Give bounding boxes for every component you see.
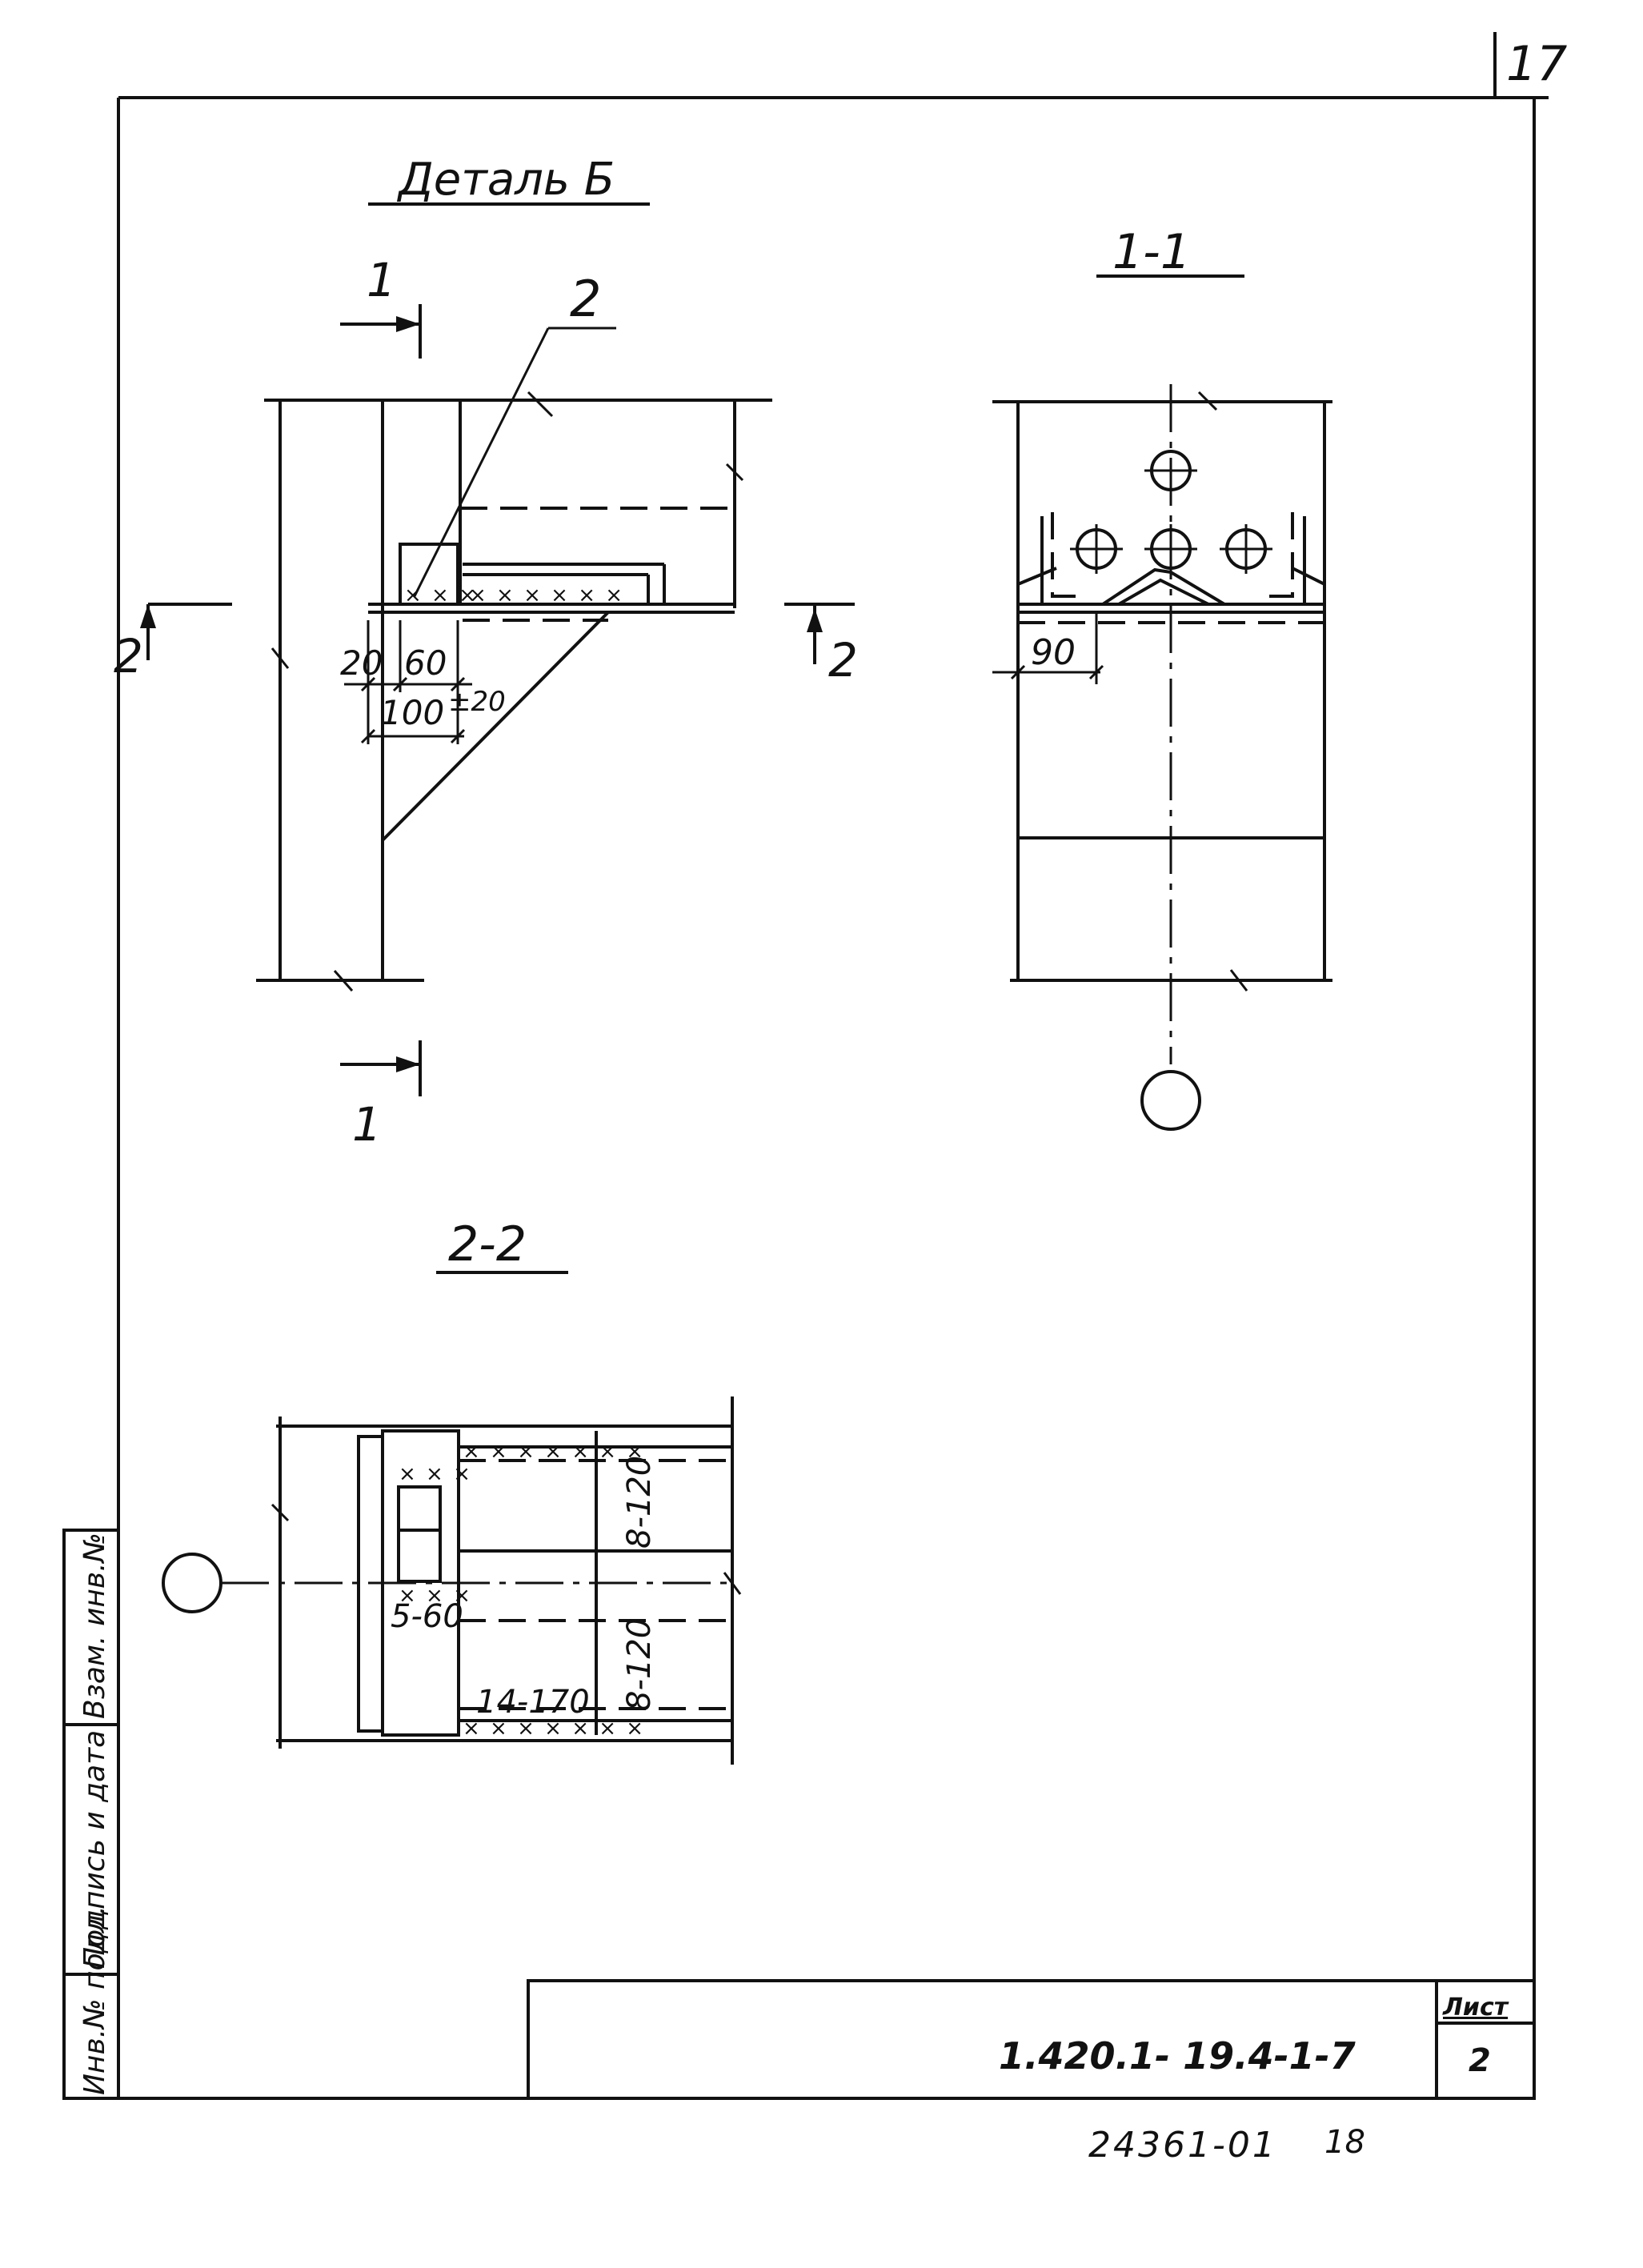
detail-b: Деталь Б 1 2 × × × × × × × × × [114, 154, 858, 1152]
archive-suffix: 18 [1324, 2124, 1365, 2161]
sheet-frame [64, 96, 1549, 2100]
section-1-1-title: 1-1 [1112, 224, 1191, 280]
stamp-signature-date: Подпись и дата [78, 1730, 111, 1969]
detail-b-weld-long: × × × × × × [469, 583, 624, 607]
title-block: 1.420.1- 19.4-1-7 Лист 2 [527, 1979, 1536, 2100]
document-code: 1.420.1- 19.4-1-7 [999, 2034, 1356, 2078]
side-stamp: Инв.№ подл. Подпись и дата Взам. инв.№ [62, 1529, 120, 2100]
dim-100: 100 [380, 693, 444, 732]
dim-90: 90 [1031, 632, 1076, 673]
axis-marker-bottom [1140, 1070, 1201, 1131]
sheet-label: Лист [1442, 1994, 1509, 2022]
section-2-2-weld-small-bottom: × × × [399, 1584, 472, 1608]
section-1-1: 1-1 [992, 224, 1332, 1131]
weld-label-5-60: 5-60 [391, 1598, 463, 1635]
section-2-2-weld-small-top: × × × [399, 1462, 472, 1486]
cut-2-right-label: 2 [828, 633, 858, 687]
dim-tol-20: ±20 [448, 686, 506, 718]
callout-2-label: 2 [570, 270, 601, 328]
weld-label-8-120-upper: 8-120 [621, 1456, 658, 1549]
stamp-inv-no: Инв.№ подл. [78, 1905, 111, 2095]
dim-20: 20 [340, 643, 383, 683]
sheet-value: 2 [1469, 2042, 1491, 2079]
top-sheet-number-text: 17 [1506, 36, 1567, 92]
archive-number: 24361-01 [1088, 2125, 1277, 2166]
dim-60: 60 [404, 643, 447, 683]
section-2-2-weld-bottom-row: × × × × × × × [463, 1717, 645, 1741]
section-2-2-weld-top-row: × × × × × × × [463, 1440, 645, 1464]
detail-b-weld-short: × × × [404, 583, 478, 607]
weld-label-8-120-lower: 8-120 [621, 1618, 658, 1711]
cut-2-left-label: 2 [114, 629, 143, 683]
stamp-replace-inv: Взам. инв.№ [78, 1533, 111, 1719]
bolt-holes [1070, 450, 1272, 574]
cut-1-bottom-label: 1 [352, 1097, 382, 1152]
section-2-2: 2-2 × × × × × × × × × × × × × × × × × × … [162, 1216, 742, 1765]
axis-marker-left [162, 1553, 222, 1613]
top-sheet-number: 17 [1493, 32, 1567, 96]
cut-1-top-label: 1 [367, 253, 396, 307]
weld-label-14-170: 14-170 [476, 1684, 590, 1721]
section-2-2-title: 2-2 [448, 1216, 527, 1272]
detail-b-title: Деталь Б [396, 154, 615, 206]
